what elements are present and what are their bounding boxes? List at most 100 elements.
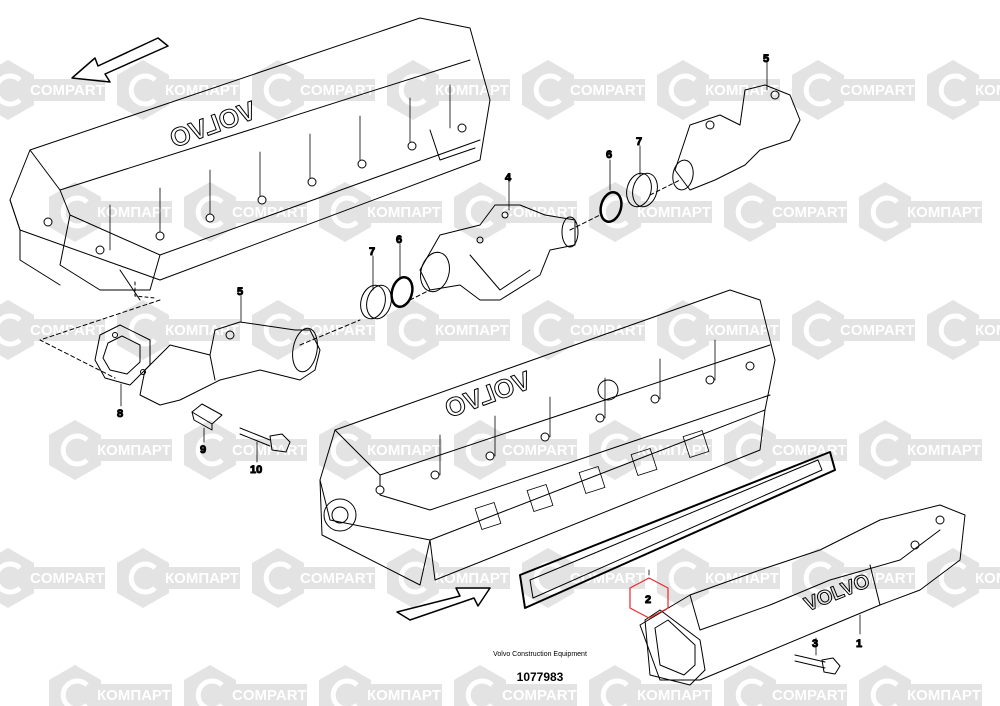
watermark-text: КОМПАРТ [637,204,711,221]
watermark-text: COMPART [840,322,915,339]
part-8-gasket [94,324,151,386]
watermark-text: COMPART [570,570,645,587]
watermark-tile: КОМПАРТ [589,182,712,242]
part-6-ring-lower [390,276,414,308]
watermark-text: COMPART [300,570,375,587]
caption-number: 1077983 [516,670,564,684]
part-5-upper-elbow [672,84,801,191]
volvo-lettering-upper: VOLVO [166,95,260,154]
watermark-tile: COMPART [454,665,577,706]
watermark-text: КОМПАРТ [907,442,981,459]
callout-8: 8 [117,408,123,420]
callout-4: 4 [505,172,512,184]
watermark-tile: COMPART [184,182,307,242]
watermark-text: COMPART [232,204,307,221]
volvo-lettering-manifold: VOLVO [801,570,873,616]
watermark-tile: КОМПАРТ [927,548,1000,608]
watermark-tile: КОМПАРТ [387,60,510,120]
watermark-text: COMPART [30,82,105,99]
watermark-text: COMPART [30,570,105,587]
watermark-tile: COMPART [522,548,645,608]
part-6-ring-upper [599,191,623,223]
cylinder-head-assembly: VOLVO [319,289,776,586]
watermark-tile: КОМПАРТ [49,420,172,480]
watermark-tile: КОМПАРТ [49,182,172,242]
watermark-text: КОМПАРТ [975,322,1000,339]
callout-10: 10 [250,464,262,476]
watermark-text: КОМПАРТ [97,442,171,459]
callout-5-upper: 5 [763,53,769,65]
watermark-text: COMPART [840,570,915,587]
watermark-tile: КОМПАРТ [117,300,240,360]
watermark-text: КОМПАРТ [435,570,509,587]
watermark-tile: КОМПАРТ [927,300,1000,360]
part-1-exhaust-manifold: VOLVO [639,504,966,686]
caption-title: Volvo Construction Equipment [493,651,587,658]
callout-7-lower: 7 [369,246,375,258]
watermark-tile: COMPART [0,60,105,120]
watermark-tile: КОМПАРТ [657,300,780,360]
callout-9: 9 [200,444,206,456]
volvo-lettering-lower: VOLVO [441,365,535,424]
direction-arrow-upper [71,37,169,83]
callout-labels: 1 2 3 4 5 5 6 6 7 7 8 9 10 [117,53,863,651]
watermark-tile: КОМПАРТ [319,665,442,706]
watermark-tile: КОМПАРТ [117,60,240,120]
watermark-tile: КОМПАРТ [589,420,712,480]
callout-2-hexagon [629,577,669,619]
watermark-text: КОМПАРТ [975,82,1000,99]
part-5-lower-elbow [139,321,321,406]
watermark-tile: КОМПАРТ [859,182,982,242]
watermark-tile: КОМПАРТ [319,420,442,480]
watermark-text: COMPART [300,322,375,339]
watermark-tile: COMPART [522,300,645,360]
upper-valve-cover: VOLVO [9,17,491,301]
watermark-text: КОМПАРТ [367,204,441,221]
part-2-gasket [519,451,836,609]
watermark-text: КОМПАРТ [907,204,981,221]
watermark-tile: COMPART [792,60,915,120]
watermark-text: COMPART [772,687,847,704]
watermark-tile: COMPART [0,300,105,360]
watermark-tile: COMPART [792,548,915,608]
watermark-text: КОМПАРТ [907,687,981,704]
watermark-text: COMPART [772,204,847,221]
part-7-ring-lower [360,284,392,320]
watermark-tile: COMPART [724,420,847,480]
part-3-bolt [794,654,841,675]
watermark-text: КОМПАРТ [435,322,509,339]
watermark-text: КОМПАРТ [637,442,711,459]
callout-6-lower: 6 [396,234,402,246]
watermark-text: КОМПАРТ [97,687,171,704]
callout-1: 1 [856,638,862,650]
watermark-tile: КОМПАРТ [859,420,982,480]
direction-arrow-lower [396,587,491,621]
watermark-text: COMPART [570,82,645,99]
watermark-text: COMPART [772,442,847,459]
watermark-tile: КОМПАРТ [387,548,510,608]
part-7-ring-upper [626,172,658,208]
callout-2: 2 [645,594,651,606]
callout-6-upper: 6 [606,149,612,161]
watermark-text: КОМПАРТ [975,570,1000,587]
callout-7-upper: 7 [636,136,642,148]
part-9-spacer [191,403,223,431]
watermark-text: COMPART [840,82,915,99]
watermark-tile: COMPART [252,60,375,120]
watermark-tile: COMPART [184,665,307,706]
watermark-text: КОМПАРТ [637,687,711,704]
watermark-tile: КОМПАРТ [387,300,510,360]
watermark-tile: COMPART [792,300,915,360]
watermark-tile: COMPART [252,548,375,608]
watermark-text: КОМПАРТ [165,570,239,587]
watermark-text: COMPART [570,322,645,339]
watermark-text: КОМПАРТ [165,322,239,339]
watermark-tile: COMPART [724,665,847,706]
watermark-text: COMPART [232,687,307,704]
watermark-text: COMPART [502,442,577,459]
watermark-tile: КОМПАРТ [117,548,240,608]
watermark-tile: КОМПАРТ [49,665,172,706]
watermark-tile: COMPART [0,548,105,608]
